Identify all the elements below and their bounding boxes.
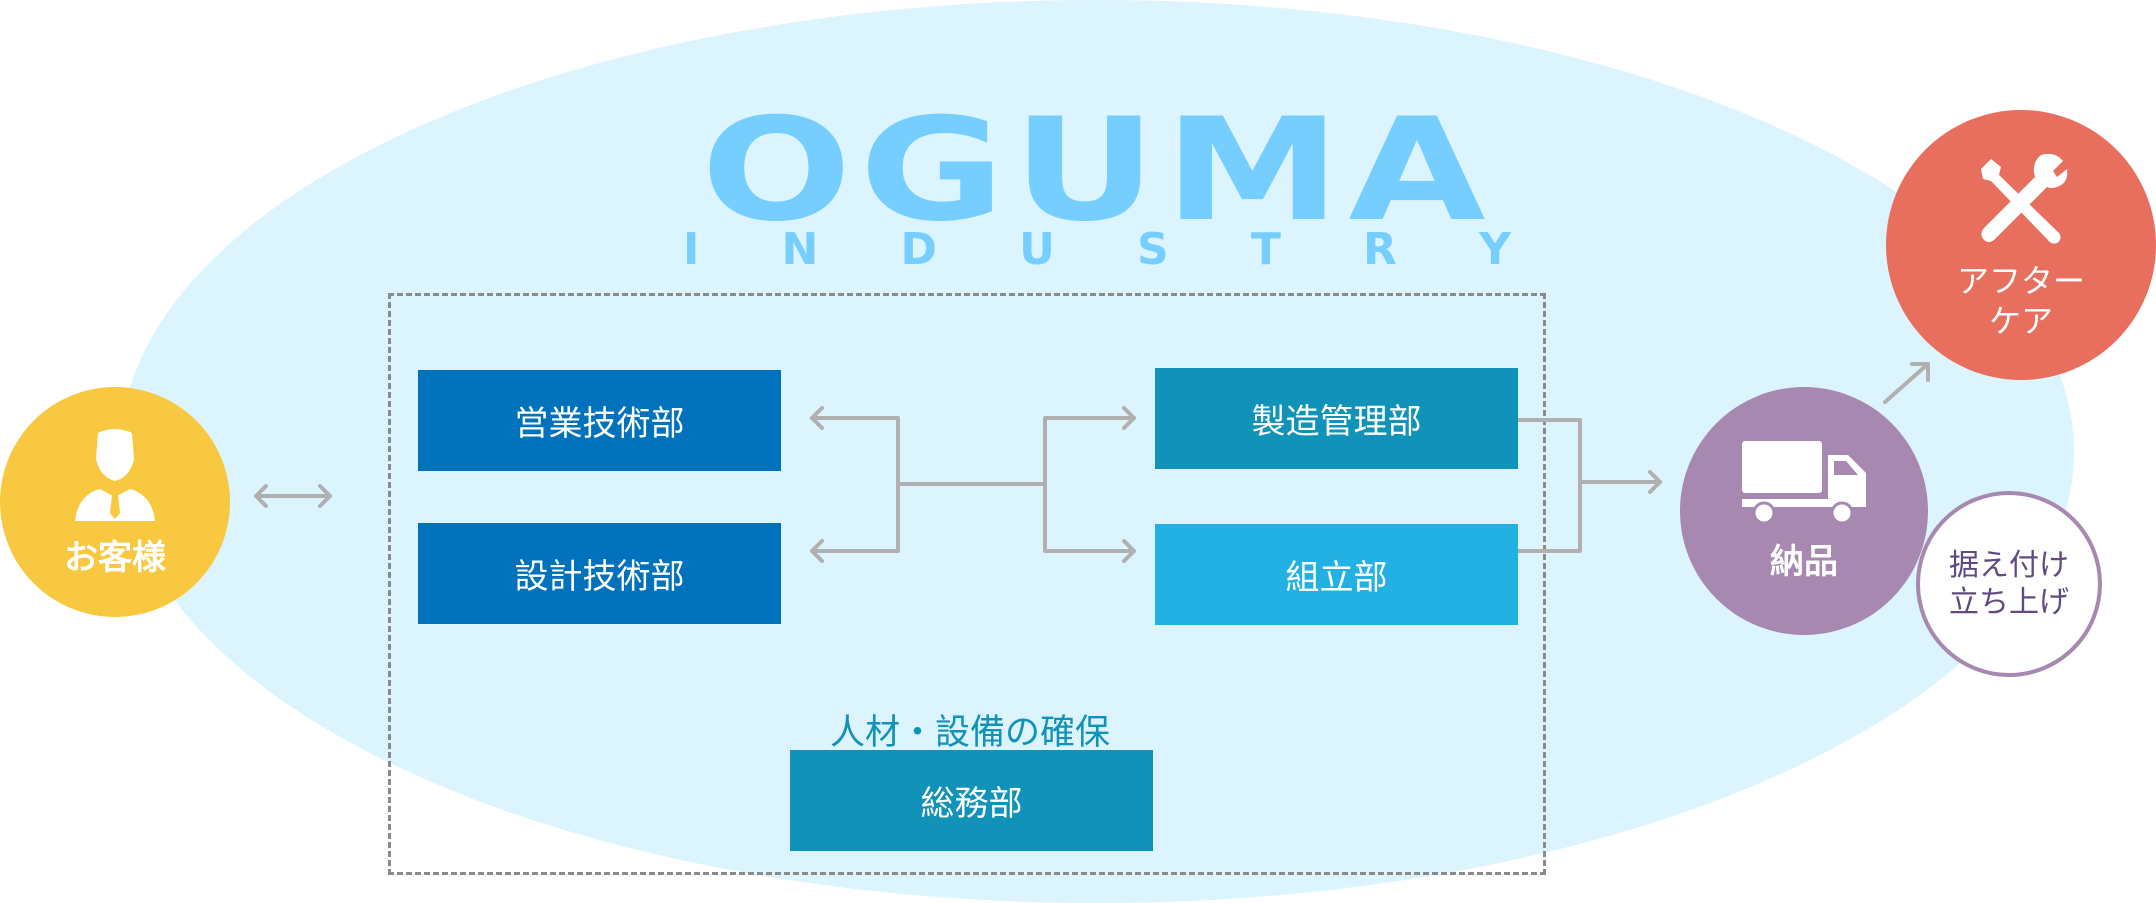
merge-to-delivery-arrow bbox=[1516, 418, 1662, 553]
customer-label: お客様 bbox=[64, 537, 166, 578]
dept-design-engineering: 設計技術部 bbox=[418, 523, 781, 624]
installation-label-line1: 据え付け bbox=[1949, 547, 2069, 583]
dept-production-management: 製造管理部 bbox=[1155, 368, 1518, 469]
logo-subtitle-letter: D bbox=[900, 224, 938, 275]
dept-sales-engineering: 営業技術部 bbox=[418, 370, 781, 471]
dept-assembly: 組立部 bbox=[1155, 524, 1518, 625]
logo-subtitle-letter: U bbox=[1019, 224, 1055, 275]
installation-node: 据え付け 立ち上げ bbox=[1916, 491, 2102, 677]
tools-icon bbox=[1981, 153, 2068, 244]
aftercare-node: アフター ケア bbox=[1886, 110, 2156, 380]
aftercare-label-line2: ケア bbox=[1988, 302, 2053, 340]
customer-node: お客様 bbox=[0, 387, 230, 617]
logo-subtitle-letter: I bbox=[683, 224, 700, 275]
aftercare-label-line1: アフター bbox=[1956, 262, 2085, 300]
logo-subtitle-letter: R bbox=[1363, 224, 1397, 275]
logo-subtitle: I N D U S T R Y bbox=[683, 228, 1511, 272]
delivery-node: 納品 bbox=[1680, 387, 1928, 635]
logo-subtitle-letter: S bbox=[1137, 224, 1169, 275]
installation-label-line2: 立ち上げ bbox=[1949, 585, 2069, 620]
dept-general-affairs: 総務部 bbox=[790, 750, 1153, 851]
company-boundary bbox=[388, 293, 1546, 875]
right-fork-arrows bbox=[1043, 406, 1136, 563]
left-fork-arrows bbox=[810, 406, 900, 563]
truck-icon bbox=[1742, 440, 1866, 525]
delivery-label: 納品 bbox=[1770, 541, 1838, 582]
businessman-icon bbox=[75, 428, 155, 521]
logo-subtitle-letter: N bbox=[781, 224, 819, 275]
customer-double-arrow bbox=[254, 484, 332, 508]
logo-subtitle-letter: Y bbox=[1479, 224, 1511, 275]
general-affairs-note: 人材・設備の確保 bbox=[829, 713, 1110, 753]
logo-wordmark: OGUMA bbox=[700, 88, 1494, 253]
logo-subtitle-letter: T bbox=[1250, 224, 1281, 275]
delivery-to-aftercare-arrow bbox=[1883, 362, 1930, 404]
